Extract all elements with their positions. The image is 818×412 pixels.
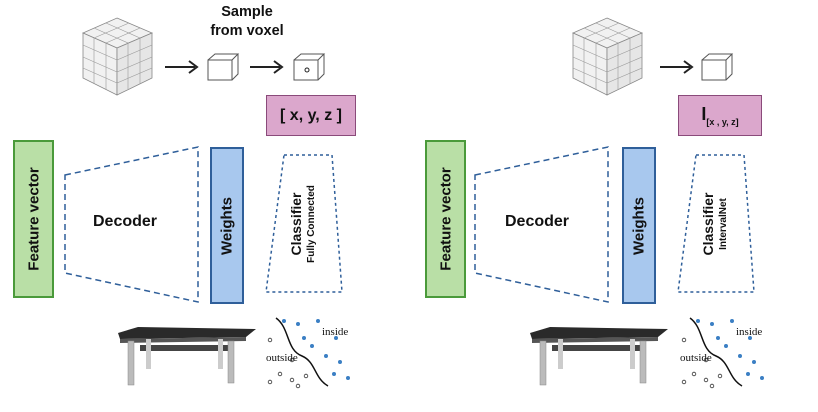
feature-vector-box: Feature vector [13, 140, 54, 298]
voxel-grid-cube-icon [572, 17, 644, 96]
weights-box: Weights [210, 147, 244, 304]
classifier-labels: Classifier IntervalNet [674, 150, 758, 298]
feature-vector-label: Feature vector [437, 167, 454, 271]
feature-vector-label: Feature vector [25, 167, 42, 271]
classifier-sublabel: IntervalNet [718, 198, 729, 250]
decoder-label: Decoder [93, 213, 158, 230]
decoder-trapezoid [474, 146, 609, 303]
coordinate-box: [ x, y, z ] [266, 95, 356, 136]
table-3d-icon [530, 327, 668, 386]
sample-title-line1: Sample [221, 4, 273, 20]
inside-label: inside [736, 326, 763, 338]
sample-title-line2: from voxel [210, 23, 284, 39]
classifier-labels: Classifier Fully Connected [262, 150, 346, 298]
table-3d-icon [118, 327, 256, 386]
outside-label: outside [266, 352, 298, 364]
classifier-trapezoid [265, 154, 343, 293]
outside-label: outside [680, 352, 712, 364]
interval-box: I[x , y, z] [678, 95, 762, 136]
weights-label: Weights [630, 196, 648, 255]
coordinate-label: [ x, y, z ] [280, 106, 342, 124]
arrow-right-icon [660, 60, 694, 74]
decoder-trapezoid [64, 146, 199, 303]
single-voxel-icon [701, 53, 734, 81]
interval-label: I[x , y, z] [701, 104, 738, 127]
classifier-label: Classifier [288, 192, 304, 256]
arrow-right-icon [165, 60, 199, 74]
decision-boundary-icon [681, 317, 764, 389]
decoder-label: Decoder [505, 213, 570, 230]
sample-title: Sample from voxel [202, 3, 292, 41]
feature-vector-box: Feature vector [425, 140, 466, 298]
interval-subscript: [x , y, z] [706, 117, 739, 127]
interval-main: I [701, 104, 707, 124]
single-voxel-icon [293, 53, 326, 81]
weights-box: Weights [622, 147, 656, 304]
arrow-right-icon [250, 60, 284, 74]
decision-boundary-icon [267, 317, 350, 389]
single-voxel-icon [207, 53, 240, 81]
classifier-trapezoid [677, 154, 755, 293]
weights-label: Weights [218, 196, 236, 255]
classifier-sublabel: Fully Connected [306, 185, 317, 263]
voxel-grid-cube-icon [82, 17, 154, 96]
inside-label: inside [322, 326, 349, 338]
classifier-label: Classifier [700, 192, 716, 256]
